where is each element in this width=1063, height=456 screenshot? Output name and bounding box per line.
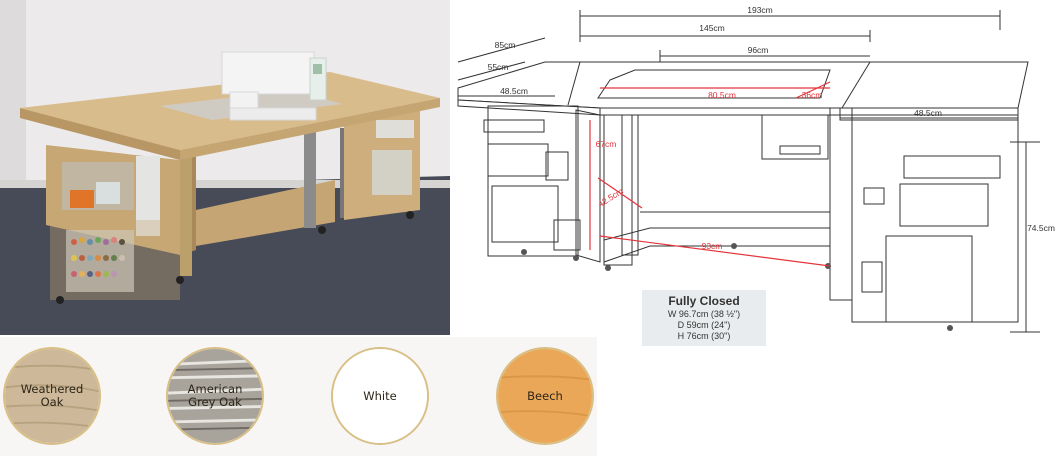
dimension-lines-red: [589, 81, 831, 267]
dim-left-wing: 48.5cm: [500, 86, 528, 96]
dim-145: 145cm: [699, 23, 725, 33]
dim-right-wing: 48.5cm: [914, 108, 942, 118]
dim-74-5: 74.5cm: [1027, 223, 1055, 233]
base-frame: [196, 180, 335, 246]
closed-width: W 96.7cm (38 ½"): [667, 309, 741, 319]
fully-closed-title: Fully Closed: [668, 294, 740, 308]
beech-texture: [498, 349, 592, 443]
cabinet-outline: [457, 61, 1029, 323]
fully-closed-info: Fully Closed W 96.7cm (38 ½") D 59cm (24…: [642, 290, 766, 346]
dim-67: 67cm: [596, 139, 617, 149]
product-photo: [0, 0, 450, 335]
thread-holder: [136, 156, 160, 236]
swatch-label: White: [363, 388, 397, 403]
dimension-drawing: 193cm 145cm 96cm 85cm 55cm 48.5cm 48.5cm…: [457, 5, 1055, 333]
swatch-white[interactable]: White: [331, 347, 429, 445]
right-storage: [372, 150, 412, 195]
thread-spools: [66, 230, 134, 292]
dimension-lines-dark: [457, 10, 1040, 333]
sewing-machine: [221, 51, 327, 121]
dim-80-5: 80.5cm: [708, 90, 736, 100]
dimension-labels-red: 80.5cm 36cm 67cm 42.5cm 93cm: [596, 90, 823, 251]
dim-36: 36cm: [802, 90, 823, 100]
weathered-oak-texture: [5, 349, 99, 443]
american-grey-oak-texture: [168, 349, 262, 443]
lift-mechanism: [304, 128, 316, 228]
closed-height: H 76cm (30"): [677, 331, 731, 341]
dim-193: 193cm: [747, 5, 773, 15]
casters: [521, 243, 953, 331]
left-leg: [180, 150, 192, 276]
closed-depth: D 59cm (24"): [677, 320, 731, 330]
swatch-label: Beech: [527, 388, 563, 403]
dimension-labels: 193cm 145cm 96cm 85cm 55cm 48.5cm 48.5cm…: [488, 5, 1055, 233]
dim-93: 93cm: [702, 241, 723, 251]
swatch-beech[interactable]: Beech: [496, 347, 594, 445]
dim-85: 85cm: [495, 40, 516, 50]
dim-96: 96cm: [748, 45, 769, 55]
white-texture: [333, 349, 427, 443]
dim-55: 55cm: [488, 62, 509, 72]
